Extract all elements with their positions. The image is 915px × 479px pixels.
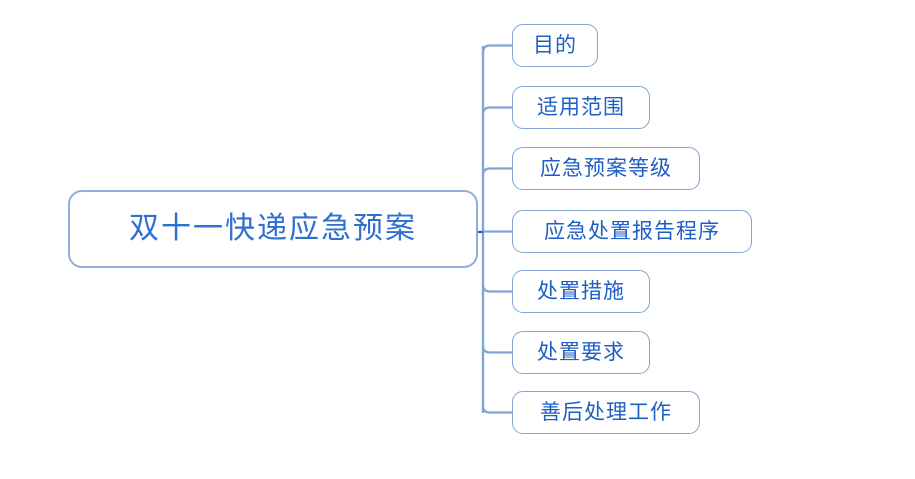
- branch-connector: [481, 106, 512, 115]
- child-node-label: 善后处理工作: [540, 400, 672, 424]
- child-node[interactable]: 应急预案等级: [512, 147, 700, 190]
- branch-connector: [481, 345, 512, 354]
- child-node[interactable]: 善后处理工作: [512, 391, 700, 434]
- branch-connector: [481, 405, 512, 414]
- branch-connector: [481, 284, 512, 293]
- child-node[interactable]: 应急处置报告程序: [512, 210, 752, 253]
- child-node[interactable]: 适用范围: [512, 86, 650, 129]
- child-node-label: 处置措施: [537, 279, 625, 303]
- child-node-label: 应急处置报告程序: [544, 219, 720, 243]
- child-node-label: 目的: [533, 33, 577, 57]
- child-node-label: 处置要求: [537, 340, 625, 364]
- child-node[interactable]: 处置措施: [512, 270, 650, 313]
- root-node[interactable]: 双十一快递应急预案: [68, 190, 478, 268]
- branch-connector: [481, 44, 512, 53]
- root-node-label: 双十一快递应急预案: [129, 211, 417, 246]
- branch-connector: [481, 167, 512, 176]
- child-node-label: 应急预案等级: [540, 156, 672, 180]
- child-node[interactable]: 处置要求: [512, 331, 650, 374]
- child-node-label: 适用范围: [537, 95, 625, 119]
- child-node[interactable]: 目的: [512, 24, 598, 67]
